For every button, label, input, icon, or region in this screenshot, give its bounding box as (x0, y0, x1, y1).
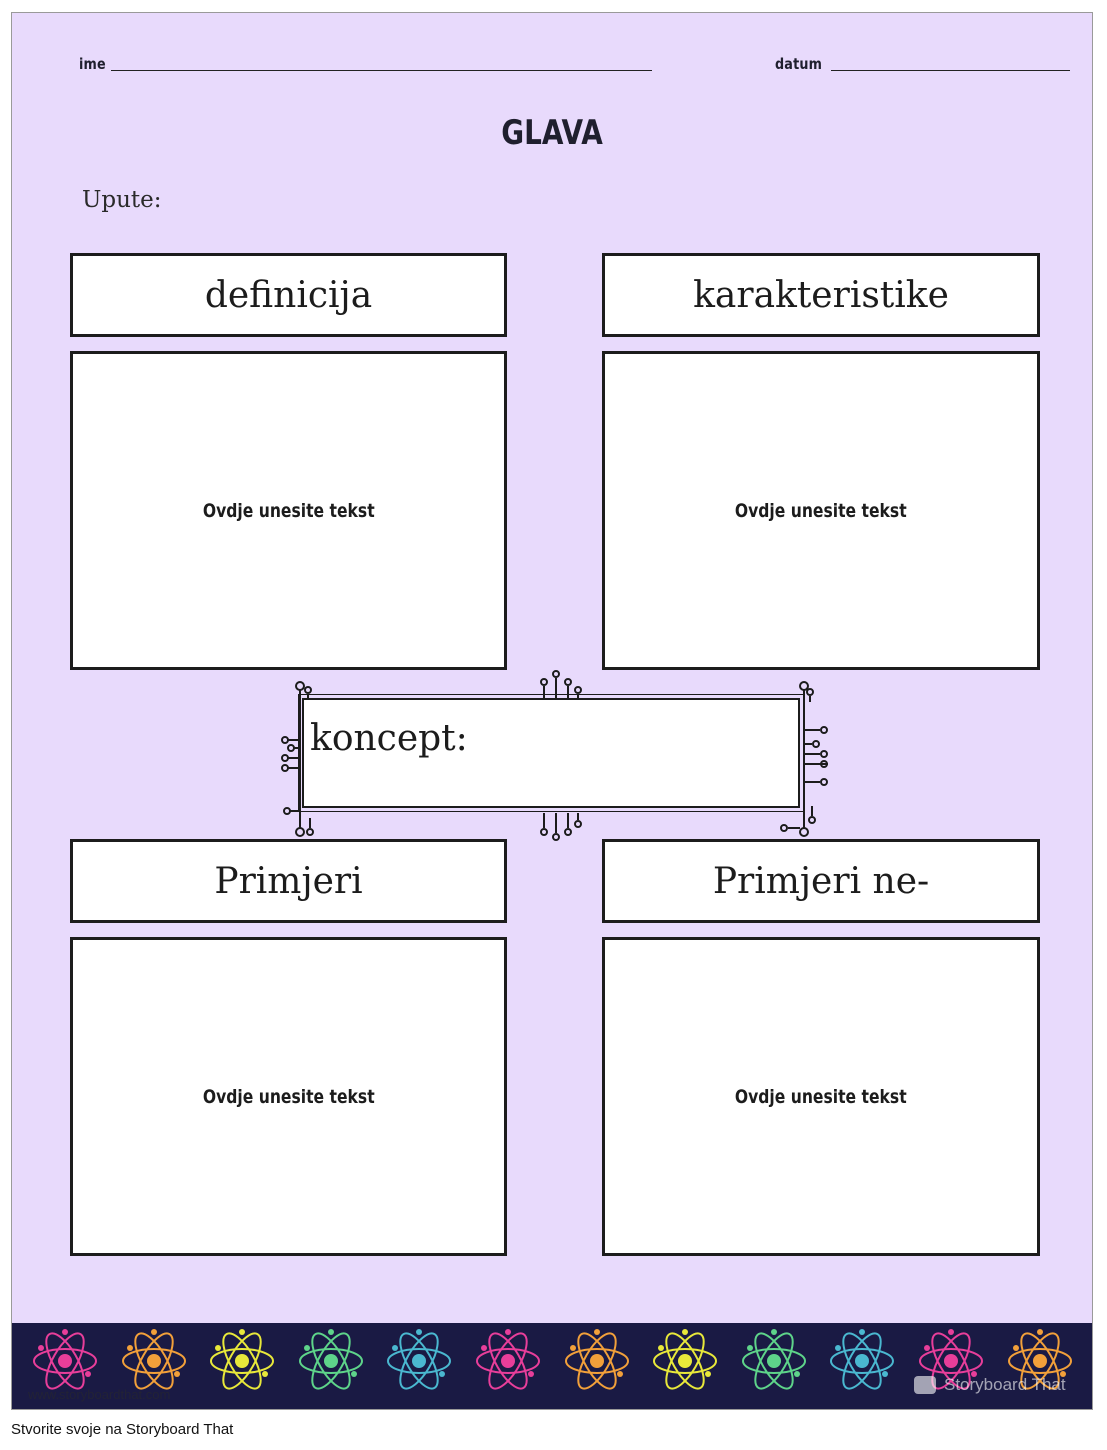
definition-heading: definicija (70, 253, 507, 337)
atom-icon (121, 1329, 186, 1390)
instructions-label: Upute: (82, 187, 162, 213)
atom-icon (564, 1329, 629, 1390)
atom-icon (476, 1329, 540, 1390)
atom-icon (387, 1329, 452, 1390)
definition-text-box[interactable]: Ovdje unesite tekst (70, 351, 507, 670)
name-line[interactable] (111, 70, 652, 71)
watermark-brand: Storyboard That (944, 1375, 1066, 1394)
date-label: datum (775, 55, 823, 73)
name-label: ime (79, 55, 106, 73)
atom-icon (210, 1329, 275, 1390)
characteristics-placeholder: Ovdje unesite tekst (735, 499, 907, 522)
date-line[interactable] (831, 70, 1070, 71)
non-examples-text-box[interactable]: Ovdje unesite tekst (602, 937, 1040, 1256)
atom-icon (1007, 1329, 1072, 1390)
examples-heading: Primjeri (70, 839, 507, 923)
atom-icon (33, 1329, 97, 1390)
worksheet: ime datum GLAVA Upute: definicija Ovdje … (11, 12, 1093, 1410)
characteristics-heading-text: karakteristike (693, 274, 949, 316)
non-examples-placeholder: Ovdje unesite tekst (735, 1085, 907, 1108)
concept-box[interactable]: koncept: (298, 694, 804, 812)
non-examples-heading: Primjeri ne- (602, 839, 1040, 923)
definition-heading-text: definicija (204, 274, 373, 316)
footer-band (12, 1323, 1092, 1409)
examples-placeholder: Ovdje unesite tekst (202, 1085, 375, 1108)
atom-icon (653, 1329, 718, 1390)
atom-icon (830, 1329, 895, 1390)
examples-text-box[interactable]: Ovdje unesite tekst (70, 937, 507, 1256)
credit-text: Stvorite svoje na Storyboard That (11, 1421, 234, 1438)
storyboard-logo-icon (914, 1376, 936, 1394)
characteristics-heading: karakteristike (602, 253, 1040, 337)
page-title: GLAVA (501, 113, 603, 153)
non-examples-heading-text: Primjeri ne- (712, 860, 930, 902)
concept-label: koncept: (310, 718, 468, 759)
characteristics-text-box[interactable]: Ovdje unesite tekst (602, 351, 1040, 670)
atom-icon (298, 1329, 363, 1390)
watermark-logo: Storyboard That (914, 1375, 1066, 1395)
examples-heading-text: Primjeri (214, 860, 363, 902)
definition-placeholder: Ovdje unesite tekst (202, 499, 375, 522)
watermark-url: www.storyboardthat.com (28, 1387, 171, 1402)
atom-icon (741, 1329, 806, 1390)
